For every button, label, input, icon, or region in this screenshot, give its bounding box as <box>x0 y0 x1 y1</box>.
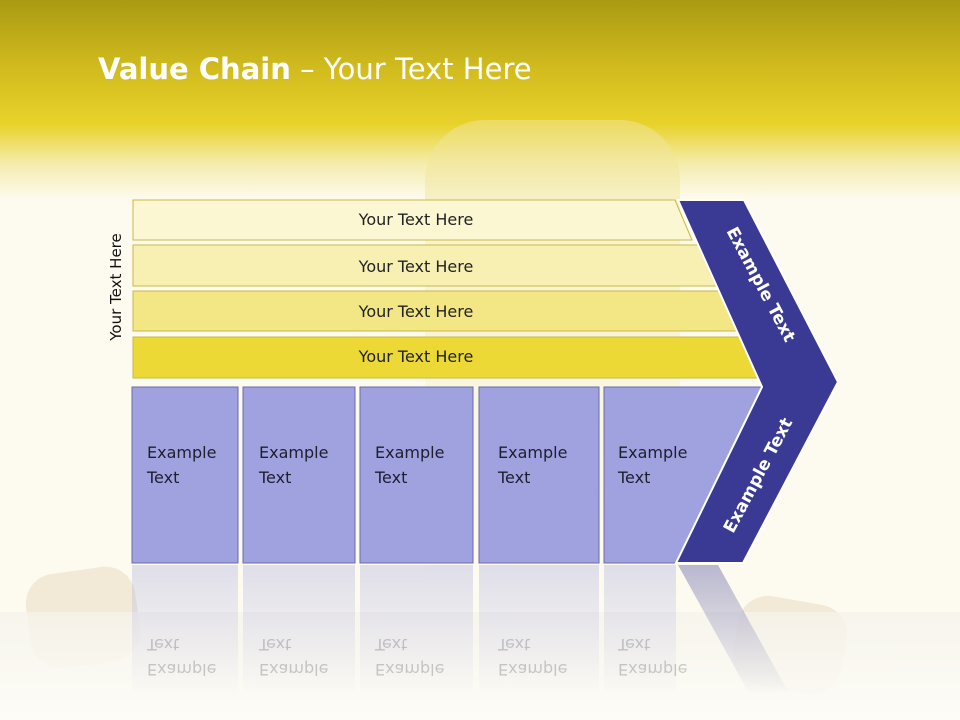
activity-label-3-line1: Example <box>375 443 445 462</box>
activity-box-3 <box>359 386 474 564</box>
activity-reflection-label-1: Example Text <box>147 632 247 682</box>
activity-label-5-line2: Text <box>618 468 651 487</box>
activity-reflection-label-4-line1: Example <box>498 660 568 679</box>
support-bars: Your Text Here Your Text Here Your Text … <box>132 199 765 379</box>
activity-reflection-4 <box>479 565 599 695</box>
support-bar-1 <box>132 199 693 241</box>
activity-reflection-label-3-line2: Text <box>375 635 408 654</box>
activity-label-2-line2: Text <box>259 468 292 487</box>
activity-box-1 <box>131 386 239 564</box>
activity-label-1-line1: Example <box>147 443 217 462</box>
activity-reflection-label-4-line2: Text <box>498 635 531 654</box>
activity-reflection-label-2-line2: Text <box>259 635 292 654</box>
title-bold: Value Chain <box>98 52 291 86</box>
activity-reflection-label-5-line1: Example <box>618 660 688 679</box>
activity-reflection-label-1-line1: Example <box>147 660 217 679</box>
activity-reflection-label-5-line2: Text <box>618 635 651 654</box>
activity-reflection-1 <box>132 565 238 695</box>
activity-label-1-line2: Text <box>147 468 180 487</box>
support-bar-2-label: Your Text Here <box>358 257 474 276</box>
margin-chevron <box>674 199 840 564</box>
activity-reflections <box>132 565 790 695</box>
activity-label-5-line1: Example <box>618 443 688 462</box>
activity-reflection-label-5: Example Text <box>618 632 718 682</box>
primary-activities <box>131 386 763 564</box>
chevron-reflection <box>678 565 790 695</box>
activity-reflection-label-1-line2: Text <box>147 635 180 654</box>
activity-reflection-label-3-line1: Example <box>375 660 445 679</box>
activity-reflection-3 <box>360 565 473 695</box>
activity-label-2-line1: Example <box>259 443 329 462</box>
activity-reflection-label-3: Example Text <box>375 632 475 682</box>
activity-box-2 <box>242 386 356 564</box>
title-rest: – Your Text Here <box>290 52 532 86</box>
activity-label-4-line2: Text <box>498 468 531 487</box>
support-bar-4-label: Your Text Here <box>358 347 474 366</box>
activity-reflection-5 <box>604 565 676 695</box>
support-bar-1-label: Your Text Here <box>358 210 474 229</box>
activity-reflection-label-2: Example Text <box>259 632 359 682</box>
support-bar-3-label: Your Text Here <box>358 302 474 321</box>
activity-box-4 <box>478 386 600 564</box>
activity-label-4-line1: Example <box>498 443 568 462</box>
activity-reflection-2 <box>243 565 355 695</box>
activity-label-3-line2: Text <box>375 468 408 487</box>
activity-reflection-label-4: Example Text <box>498 632 598 682</box>
slide-title: Value Chain – Your Text Here <box>98 52 532 86</box>
activity-reflection-label-2-line1: Example <box>259 660 329 679</box>
